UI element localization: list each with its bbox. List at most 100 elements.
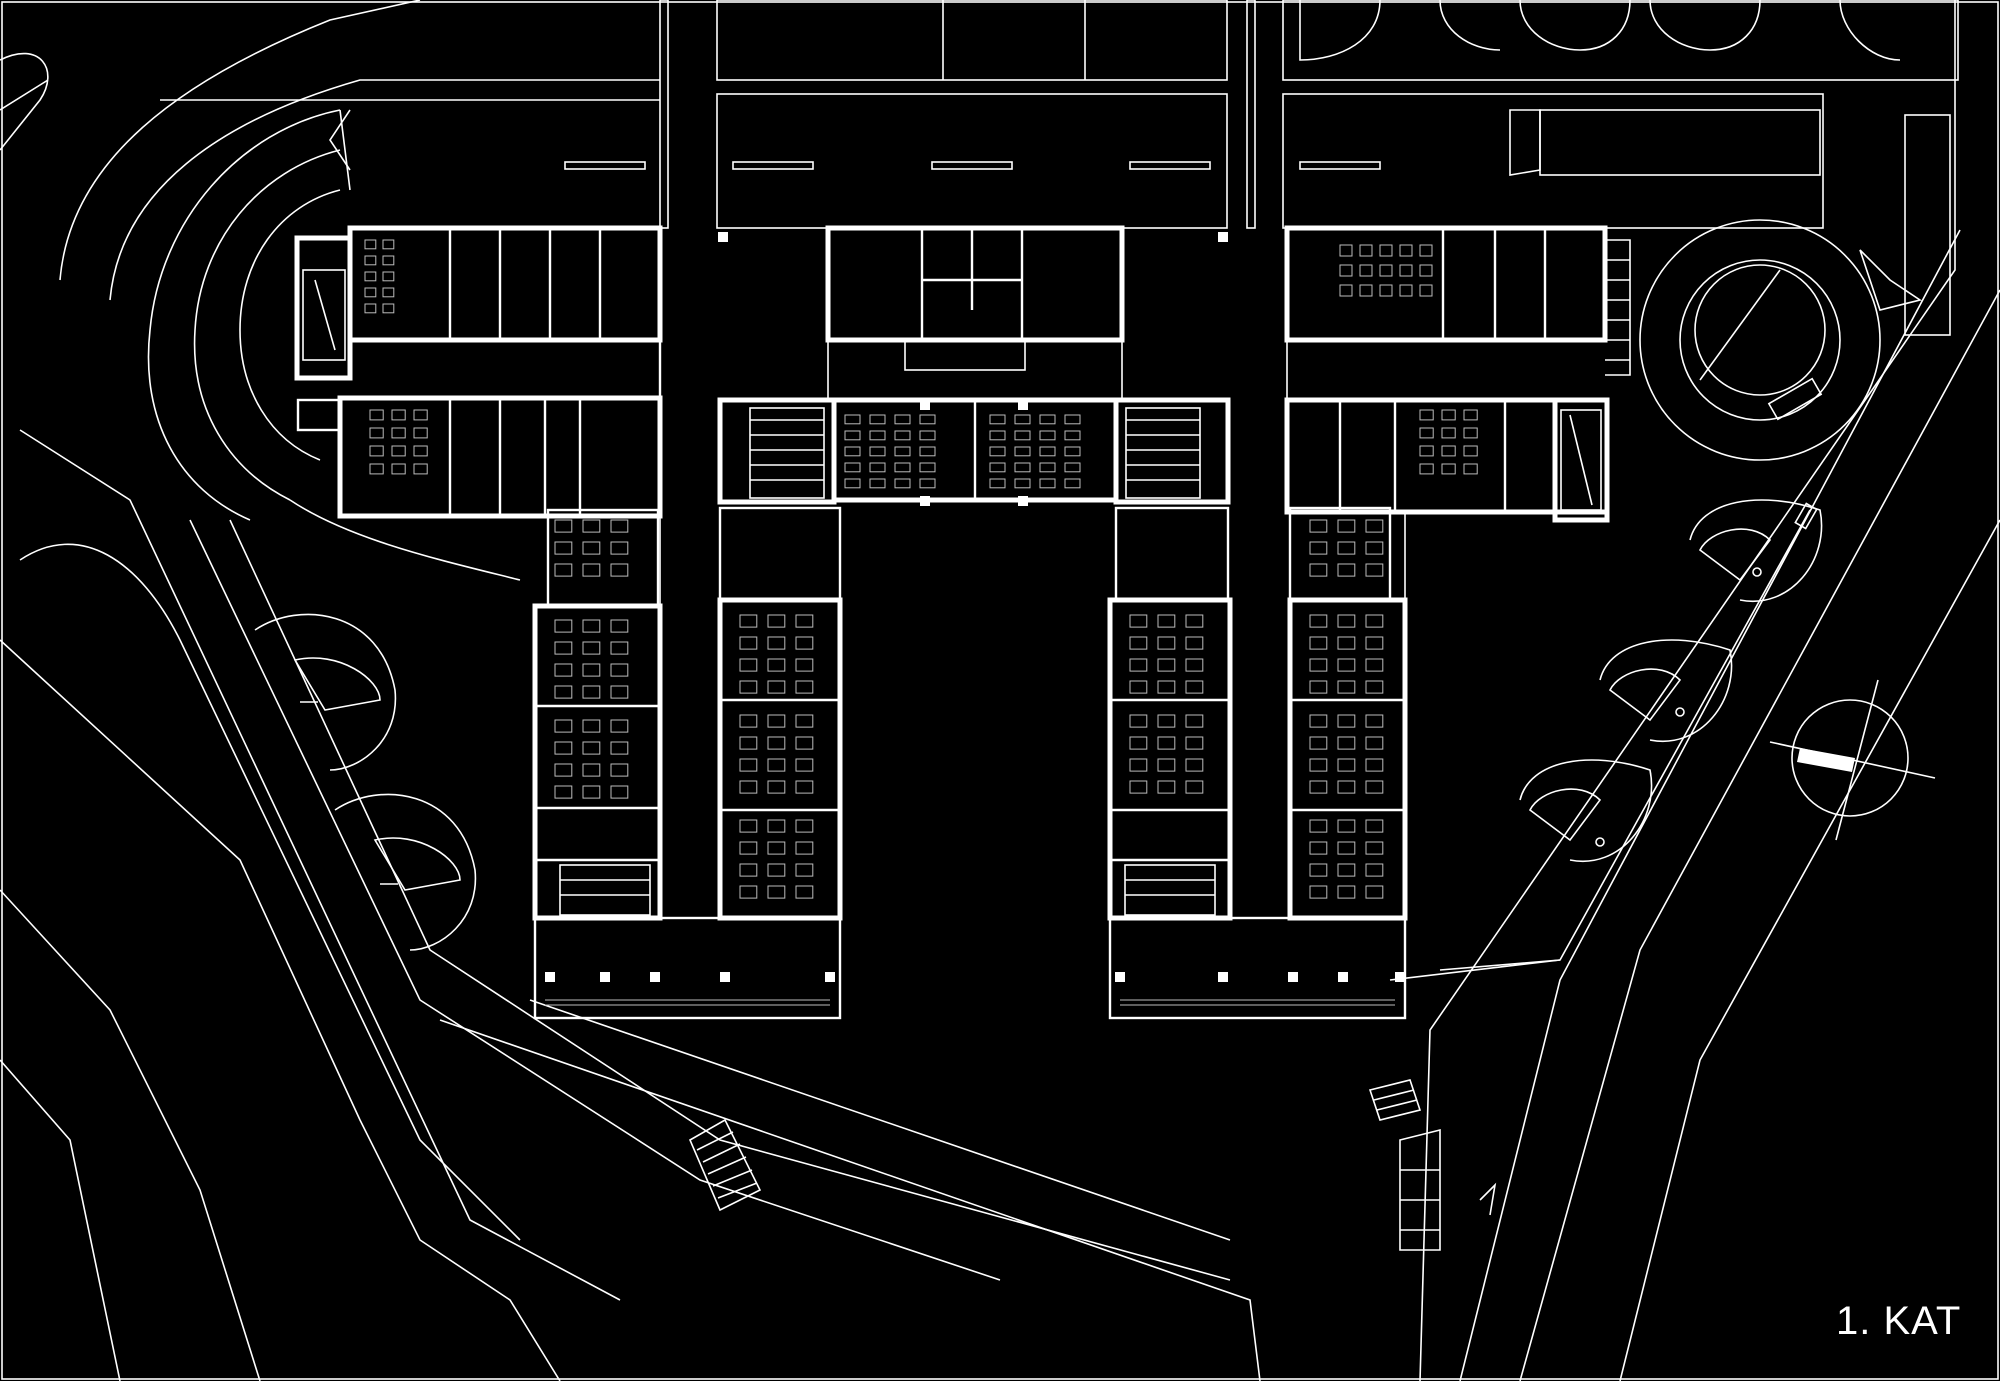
desk (767, 680, 786, 694)
desk (1337, 658, 1356, 672)
desk (1185, 658, 1204, 672)
desk (1379, 264, 1393, 277)
desk (582, 563, 601, 577)
desk (1337, 885, 1356, 899)
desk (739, 736, 758, 750)
desk (739, 680, 758, 694)
desk (1129, 636, 1148, 650)
desk (610, 641, 629, 655)
desk (1463, 427, 1478, 439)
desk (610, 741, 629, 755)
desk (1337, 841, 1356, 855)
desk (610, 663, 629, 677)
desk (1365, 658, 1384, 672)
desk (1337, 636, 1356, 650)
desk (1365, 758, 1384, 772)
desk (554, 663, 573, 677)
desk (610, 619, 629, 633)
floor-level-label: 1. KAT (1836, 1299, 1962, 1343)
desk (1441, 409, 1456, 421)
desk (894, 478, 911, 489)
desk (413, 463, 428, 475)
desk (1309, 714, 1328, 728)
desk (1419, 409, 1434, 421)
desk (767, 885, 786, 899)
desk (919, 414, 936, 425)
desk (1129, 658, 1148, 672)
desk (1185, 614, 1204, 628)
desk (1309, 758, 1328, 772)
desk (739, 885, 758, 899)
desk (1129, 680, 1148, 694)
desk (1365, 819, 1384, 833)
desk (1399, 284, 1413, 297)
desk (1337, 780, 1356, 794)
desk (1129, 780, 1148, 794)
desk (1129, 736, 1148, 750)
desk (767, 841, 786, 855)
desk (1399, 264, 1413, 277)
desk (391, 445, 406, 457)
desk (1039, 430, 1056, 441)
desk (1185, 736, 1204, 750)
desk (1337, 863, 1356, 877)
desk (1337, 563, 1356, 577)
desk (1463, 463, 1478, 475)
desk (1365, 519, 1384, 533)
desk (844, 414, 861, 425)
desk (795, 863, 814, 877)
desk (1014, 414, 1031, 425)
desk (1157, 658, 1176, 672)
desk (767, 714, 786, 728)
desk (919, 462, 936, 473)
desk (1309, 658, 1328, 672)
desk (795, 885, 814, 899)
desk (795, 780, 814, 794)
desk (1309, 819, 1328, 833)
desk (1064, 478, 1081, 489)
desk (739, 819, 758, 833)
desk (1463, 409, 1478, 421)
desk (795, 614, 814, 628)
desk (413, 445, 428, 457)
desk (554, 741, 573, 755)
desk (382, 271, 395, 282)
desk (1339, 264, 1353, 277)
desk (1309, 780, 1328, 794)
desk (610, 519, 629, 533)
desk (610, 563, 629, 577)
desk (844, 462, 861, 473)
desk (1365, 541, 1384, 555)
desk (767, 819, 786, 833)
desk (1359, 264, 1373, 277)
desk (1157, 714, 1176, 728)
desk (1337, 541, 1356, 555)
desk (1365, 614, 1384, 628)
desk (554, 685, 573, 699)
desk (767, 863, 786, 877)
desk (919, 430, 936, 441)
desk (554, 785, 573, 799)
desk (1157, 780, 1176, 794)
desk (1365, 885, 1384, 899)
desk (1359, 244, 1373, 257)
site-roads-west (0, 0, 1261, 1381)
desk (989, 414, 1006, 425)
desk (1365, 780, 1384, 794)
desk (1365, 863, 1384, 877)
desk (610, 785, 629, 799)
desk (1337, 736, 1356, 750)
desk (1039, 478, 1056, 489)
desk (582, 541, 601, 555)
rounded-shelters-southwest (254, 613, 477, 951)
desk (795, 736, 814, 750)
desk (1309, 680, 1328, 694)
desk (610, 763, 629, 777)
desk (767, 658, 786, 672)
desk (382, 303, 395, 314)
desk (364, 271, 377, 282)
desk (1129, 758, 1148, 772)
desk (582, 719, 601, 733)
desk (1157, 736, 1176, 750)
